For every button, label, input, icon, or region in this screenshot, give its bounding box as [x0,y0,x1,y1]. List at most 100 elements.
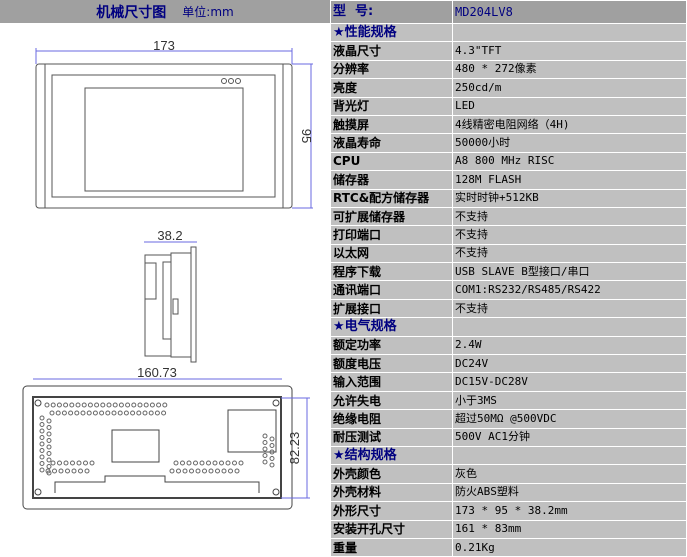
vent-hole [44,402,50,408]
vent-hole [50,402,56,408]
vent-hole [81,402,87,408]
spec-value: A8 800 MHz RISC [452,151,687,172]
vent-hole [161,410,167,416]
spec-value: 50000小时 [452,133,687,153]
spec-value: 不支持 [452,225,687,245]
vent-hole [46,418,52,424]
table-row: 允许失电小于3MS [330,390,687,411]
drawing-unit: 单位:mm [182,5,234,19]
spec-label: RTC&配方储存器 [330,188,453,208]
vent-hole [169,468,175,474]
section-row: ★结构规格 [330,445,687,466]
spec-value: 161 * 83mm [452,519,687,539]
vent-hole [269,456,275,461]
model-row: 型 号: MD204LV8 [330,0,687,24]
vent-hole [173,460,179,466]
spec-value: 480 * 272像素 [452,59,687,80]
section-row: ★电气规格 [330,317,687,337]
vent-hole [45,468,51,474]
table-row: 绝缘电阻超过50MΩ @500VDC [330,409,687,429]
spec-label: 可扩展储存器 [330,206,453,227]
vent-hole [232,460,237,466]
spec-value: 不支持 [452,298,687,319]
vent-hole [219,460,224,466]
vent-hole [39,461,45,466]
spec-value: 4线精密电阻网络（4H) [452,114,687,135]
table-row: RTC&配方储存器实时时钟+512KB [330,188,687,208]
side-view [144,241,197,363]
vent-hole [46,431,52,437]
spec-value: 不支持 [452,243,687,264]
table-row: 外壳颜色灰色 [330,464,687,484]
vent-hole [46,444,52,450]
spec-label: ★性能规格 [330,22,453,43]
vent-hole [269,449,275,455]
vent-hole [39,435,45,440]
vent-hole [55,410,61,416]
dim-width-label: 173 [153,38,175,53]
vent-hole [215,468,220,474]
vent-hole [193,460,198,466]
table-row: 外壳材料防火ABS塑料 [330,482,687,503]
vent-hole [117,410,123,416]
vent-hole [46,457,52,463]
vent-hole [228,468,233,474]
vent-hole [39,415,45,421]
vent-hole [225,460,231,466]
section-row: ★性能规格 [330,22,687,43]
spec-value: 不支持 [452,206,687,227]
vent-hole [195,468,201,474]
model-label: 型 号: [330,0,453,24]
spec-value [452,317,687,337]
vent-hole [180,460,185,466]
drawing-header: 机械尺寸图 单位:mm [0,0,330,23]
table-row: 可扩展储存器不支持 [330,206,687,227]
spec-value: 4.3"TFT [452,41,687,61]
spec-value: 2.4W [452,335,687,356]
spec-label: 储存器 [330,170,453,190]
vent-hole [46,425,52,430]
vent-hole [143,402,149,408]
spec-label: 通讯端口 [330,280,453,300]
vent-hole [74,410,80,416]
vent-hole [199,460,205,466]
dim-depth-label: 38.2 [157,228,182,243]
spec-label: 扩展接口 [330,298,453,319]
vent-hole [52,468,57,474]
spec-value: 防火ABS塑料 [452,482,687,503]
spec-value: 500V AC1分钟 [452,427,687,447]
vent-hole [125,402,131,408]
vent-hole [61,410,67,416]
vent-hole [262,446,268,452]
vent-hole [130,410,136,416]
vent-hole [39,441,45,447]
vent-hole [57,460,62,466]
dim-cut-height-label: 82.23 [287,432,302,465]
spec-value: LED [452,96,687,116]
vent-hole [50,460,56,466]
vent-hole [63,460,69,466]
vent-hole [149,402,155,408]
vent-hole [39,467,45,473]
vent-hole [142,410,148,416]
vent-hole [238,460,244,466]
vent-hole [262,453,268,458]
vent-hole [186,460,192,466]
vent-hole [58,468,64,474]
spec-label: CPU [330,151,453,172]
vent-hole [148,410,154,416]
